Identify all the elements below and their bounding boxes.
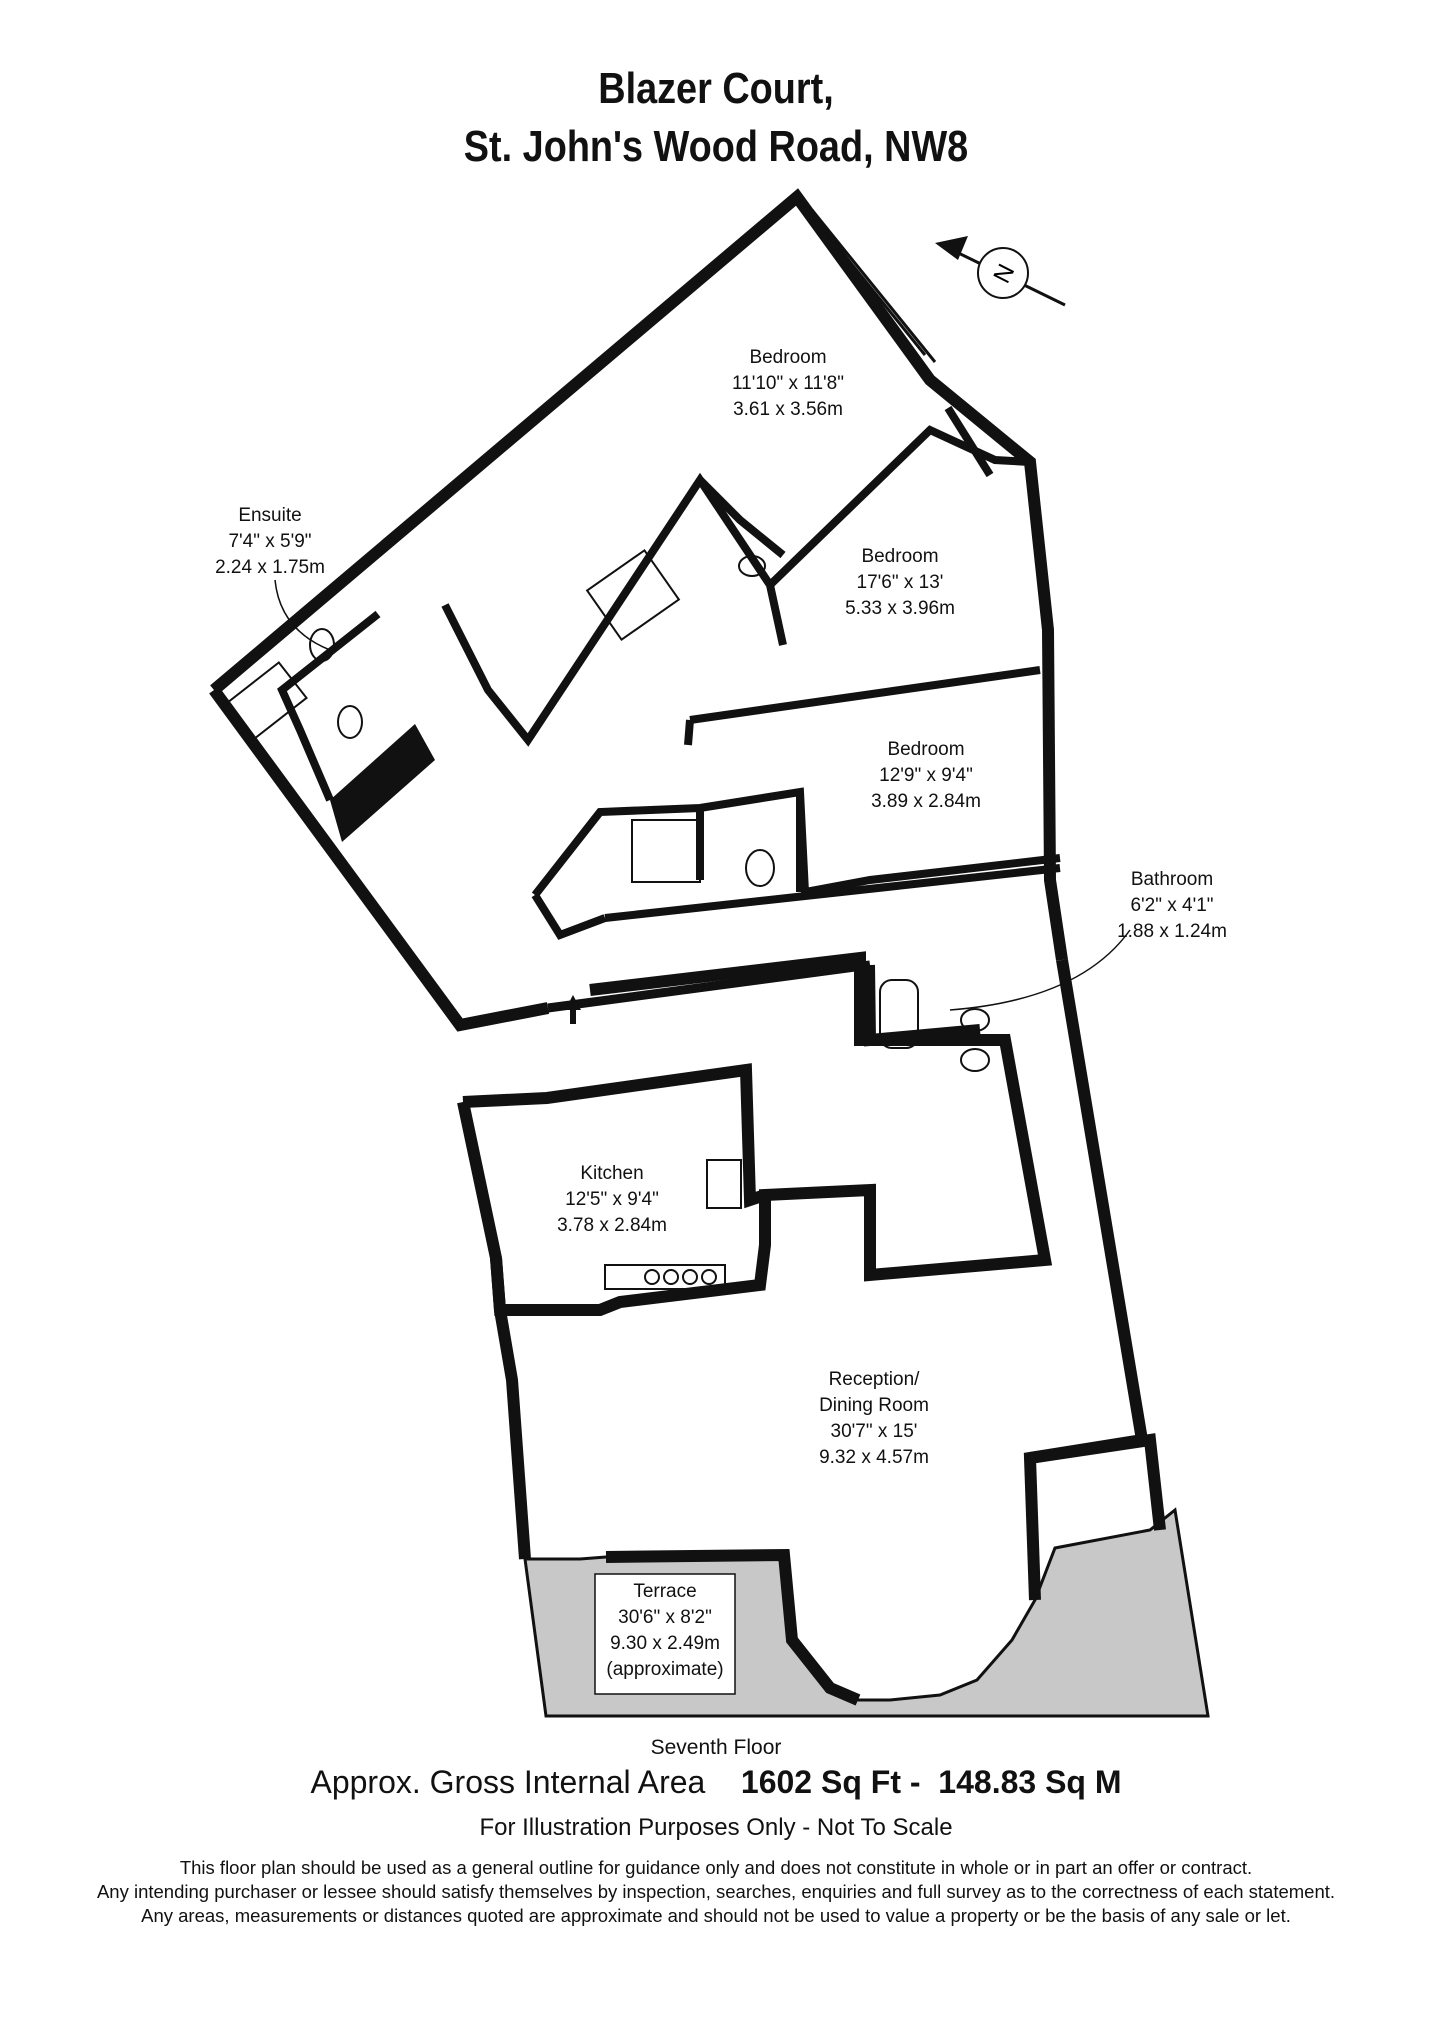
ensuite-name: Ensuite — [238, 505, 301, 526]
upper-wing-interior-walls — [277, 405, 1061, 940]
toilet-bedroom3-icon — [745, 849, 775, 887]
entrance-arrow-icon — [565, 995, 581, 1024]
hob-icon-2 — [663, 1269, 679, 1285]
bedroom-2-name: Bedroom — [861, 546, 938, 567]
terrace-imperial: 30'6" x 8'2" — [618, 1607, 712, 1628]
bathroom-name: Bathroom — [1131, 869, 1213, 890]
illustration-notice: For Illustration Purposes Only - Not To … — [479, 1814, 953, 1841]
gross-internal-area: Approx. Gross Internal Area 1602 Sq Ft -… — [0, 1764, 1432, 1801]
fixtures — [220, 548, 990, 1290]
bathroom-metric: 1.88 x 1.24m — [1117, 921, 1227, 942]
disclaimer-line-1: This floor plan should be used as a gene… — [179, 1857, 1253, 1878]
disclaimer-line-3: Any areas, measurements or distances quo… — [141, 1905, 1291, 1926]
bedroom-1-metric: 3.61 x 3.56m — [733, 399, 843, 420]
basin-bedroom2-icon — [738, 555, 766, 577]
reception-name-line-2: Dining Room — [819, 1395, 929, 1416]
reception-name-line-1: Reception/ — [829, 1369, 921, 1390]
disclaimer-line-2: Any intending purchaser or lessee should… — [96, 1881, 1336, 1902]
room-label-bedroom-3: Bedroom 12'9" x 9'4" 3.89 x 2.84m — [871, 739, 981, 812]
hob-icon-1 — [644, 1269, 660, 1285]
hob-icon-4 — [701, 1269, 717, 1285]
bedroom-3-name: Bedroom — [887, 739, 964, 760]
room-label-bedroom-1: Bedroom 11'10" x 11'8" 3.61 x 3.56m — [732, 347, 844, 420]
area-sqm-value: 148.83 — [938, 1764, 1037, 1800]
room-label-ensuite: Ensuite 7'4" x 5'9" 2.24 x 1.75m — [215, 505, 325, 578]
kitchen-name: Kitchen — [580, 1163, 643, 1184]
toilet-bathroom-icon-2 — [960, 1048, 990, 1072]
terrace-note: (approximate) — [606, 1659, 723, 1680]
title-line-2: St. John's Wood Road, NW8 — [463, 122, 969, 171]
terrace-name: Terrace — [633, 1581, 696, 1602]
ensuite-wall-block — [330, 724, 435, 842]
area-label: Approx. Gross Internal Area — [310, 1764, 706, 1800]
kitchen-counter — [604, 1264, 726, 1290]
kitchen-imperial: 12'5" x 9'4" — [565, 1189, 659, 1210]
area-sqm-unit: Sq M — [1045, 1764, 1122, 1800]
room-label-reception: Reception/ Dining Room 30'7" x 15' 9.32 … — [819, 1369, 929, 1468]
bedroom-2-imperial: 17'6" x 13' — [857, 572, 944, 593]
bath-icon — [879, 979, 919, 1049]
room-label-kitchen: Kitchen 12'5" x 9'4" 3.78 x 2.84m — [557, 1163, 667, 1236]
ensuite-metric: 2.24 x 1.75m — [215, 557, 325, 578]
room-label-bedroom-2: Bedroom 17'6" x 13' 5.33 x 3.96m — [845, 546, 955, 619]
lower-wing-walls — [457, 951, 1166, 1706]
hob-icon-3 — [682, 1269, 698, 1285]
shower-bedroom2-icon — [585, 548, 681, 642]
reception-metric: 9.32 x 4.57m — [819, 1447, 929, 1468]
room-label-bathroom: Bathroom 6'2" x 4'1" 1.88 x 1.24m — [1117, 869, 1227, 942]
bedroom-1-name: Bedroom — [749, 347, 826, 368]
title-line-1: Blazer Court, — [598, 64, 834, 113]
area-separator: - — [909, 1764, 921, 1800]
bedroom-1-imperial: 11'10" x 11'8" — [732, 373, 844, 394]
terrace-label-box: Terrace 30'6" x 8'2" 9.30 x 2.49m (appro… — [594, 1573, 736, 1695]
toilet-ensuite-icon — [309, 628, 335, 662]
kitchen-metric: 3.78 x 2.84m — [557, 1215, 667, 1236]
area-sqft-unit: Sq Ft — [820, 1764, 901, 1800]
shower-bedroom3-icon — [631, 819, 701, 883]
bathroom-imperial: 6'2" x 4'1" — [1130, 895, 1213, 916]
sink-kitchen-icon — [706, 1159, 742, 1209]
north-arrow-compass-icon: N — [935, 236, 1066, 307]
toilet-bathroom-icon — [960, 1008, 990, 1032]
terrace-metric: 9.30 x 2.49m — [610, 1633, 720, 1654]
bedroom-2-metric: 5.33 x 3.96m — [845, 598, 955, 619]
bedroom-3-imperial: 12'9" x 9'4" — [879, 765, 973, 786]
reception-imperial: 30'7" x 15' — [831, 1421, 918, 1442]
ensuite-imperial: 7'4" x 5'9" — [228, 531, 311, 552]
floor-label: Seventh Floor — [650, 1736, 782, 1759]
bedroom-3-metric: 3.89 x 2.84m — [871, 791, 981, 812]
toilet-ensuite-icon-2 — [337, 705, 363, 739]
area-sqft-value: 1602 — [740, 1764, 813, 1800]
bath-ensuite-icon — [220, 661, 308, 744]
leader-lines — [274, 579, 1131, 1011]
